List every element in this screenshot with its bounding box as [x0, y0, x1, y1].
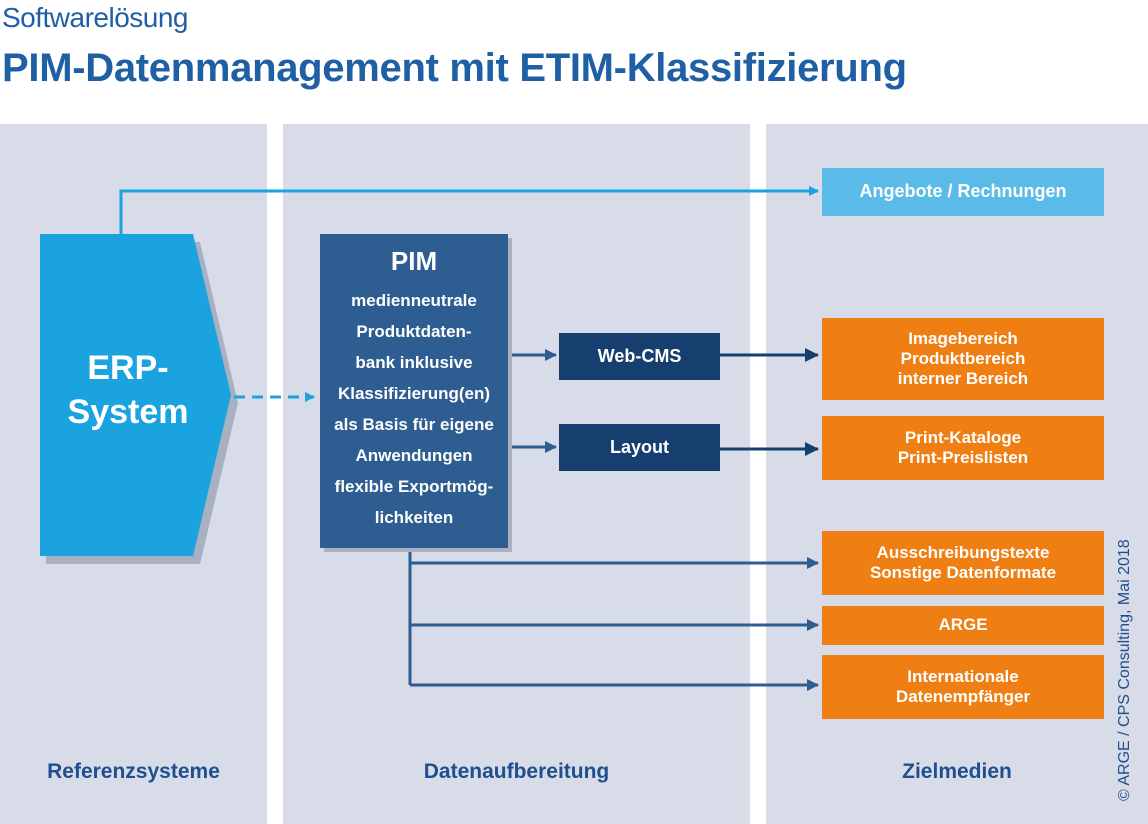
target-image-box: Imagebereich Produktbereich interner Ber… — [822, 318, 1104, 400]
pim-line: bank inklusive — [355, 352, 473, 372]
pim-line: lichkeiten — [374, 507, 454, 527]
target-international-line: Datenempfänger — [895, 687, 1031, 706]
kicker-text: Softwarelösung — [2, 2, 189, 33]
column-label-referenzsysteme: Referenzsysteme — [47, 760, 220, 783]
target-print-line: Print-Kataloge — [904, 427, 1022, 447]
column-label-datenaufbereitung: Datenaufbereitung — [423, 760, 610, 783]
target-ausschreibung-box: Ausschreibungstexte Sonstige Datenformat… — [822, 531, 1104, 595]
erp-shape — [40, 234, 231, 556]
target-international-box: Internationale Datenempfänger — [822, 655, 1104, 719]
erp-system-label: ERP- System — [40, 346, 216, 434]
erp-line-2: System — [67, 393, 189, 431]
erp-to-angebote-arrow — [119, 186, 819, 234]
pim-line: Klassifizierung(en) — [337, 383, 491, 403]
target-arge-label: ARGE — [938, 615, 988, 635]
copyright-credit: © ARGE / CPS Consulting, Mai 2018 — [1116, 539, 1133, 801]
target-print-line: Print-Preislisten — [897, 448, 1029, 467]
target-angebote-label: Angebote / Rechnungen — [859, 181, 1067, 202]
erp-line-1: ERP- — [87, 349, 169, 387]
target-arge-box: ARGE — [822, 606, 1104, 645]
pim-line: flexible Exportmög- — [334, 476, 494, 496]
pim-line: medienneutrale — [351, 290, 477, 310]
column-label-zielmedien: Zielmedien — [902, 760, 1012, 783]
layout-box: Layout — [559, 424, 720, 471]
target-image-line: Imagebereich — [908, 328, 1018, 348]
pim-line: Anwendungen — [355, 445, 473, 465]
webcms-box: Web-CMS — [559, 333, 720, 380]
target-image-line: Produktbereich — [900, 348, 1026, 368]
pim-title: PIM — [390, 246, 438, 276]
pim-box: PIM medienneutrale Produktdaten- bank in… — [320, 234, 508, 548]
layout-label: Layout — [609, 436, 669, 457]
pim-line: Produktdaten- — [356, 321, 472, 341]
pim-line: als Basis für eigene — [334, 414, 494, 434]
target-print-box: Print-Kataloge Print-Preislisten — [822, 416, 1104, 480]
target-image-line: interner Bereich — [897, 369, 1029, 389]
target-ausschreibung-line: Sonstige Datenformate — [869, 563, 1057, 582]
webcms-label: Web-CMS — [597, 345, 682, 366]
target-international-line: Internationale — [907, 666, 1019, 686]
page-title: PIM-Datenmanagement mit ETIM-Klassifizie… — [2, 46, 907, 90]
target-angebote-box: Angebote / Rechnungen — [822, 168, 1104, 216]
target-ausschreibung-line: Ausschreibungstexte — [876, 542, 1050, 562]
